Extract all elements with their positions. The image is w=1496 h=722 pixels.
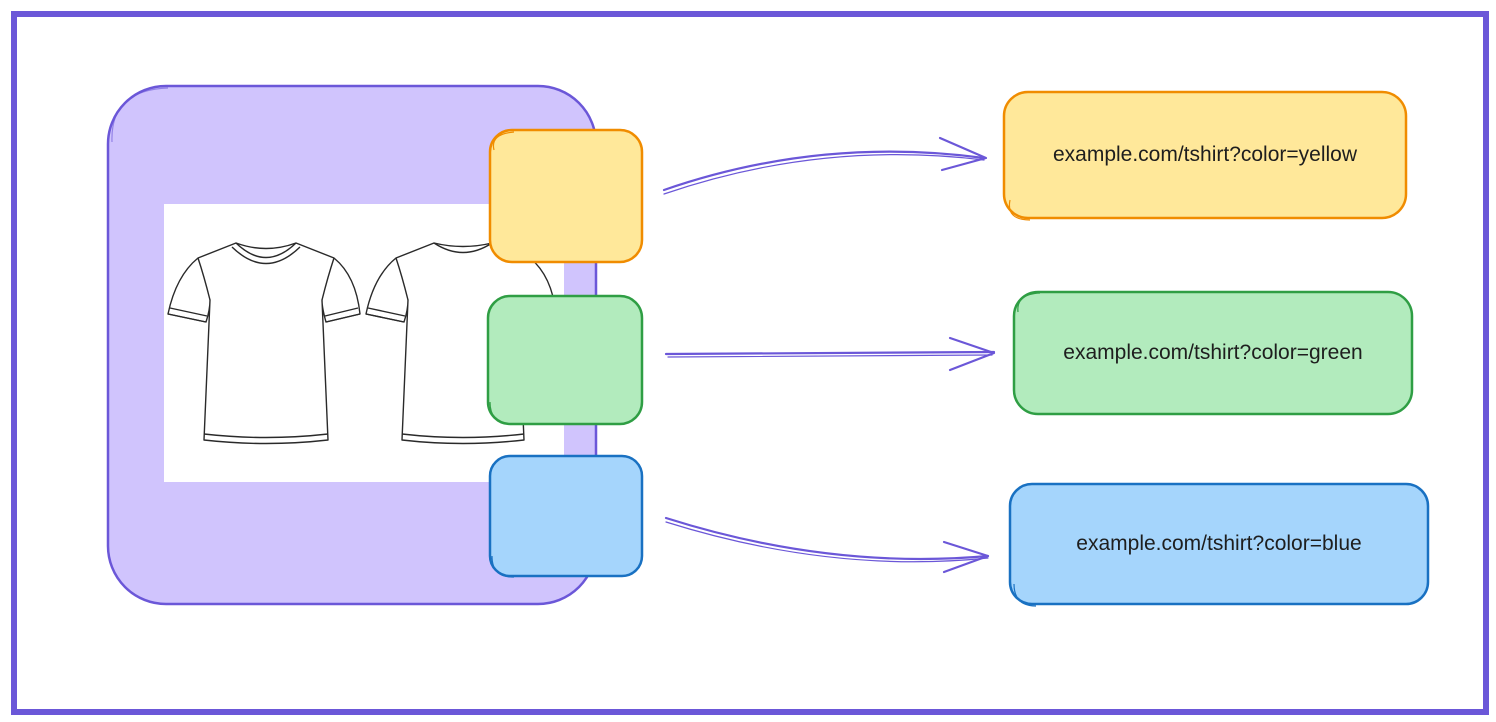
swatch-blue[interactable] [488, 454, 644, 578]
url-label-blue: example.com/tshirt?color=blue [1076, 532, 1362, 555]
url-box-green [1012, 290, 1414, 416]
url-box-yellow [1002, 90, 1408, 221]
url-label-green: example.com/tshirt?color=green [1063, 341, 1363, 364]
arrow-blue [664, 516, 990, 574]
arrow-green [664, 336, 996, 372]
url-box-blue [1008, 482, 1430, 607]
arrow-yellow [662, 136, 988, 195]
tshirt-icon [167, 242, 361, 445]
swatch-green[interactable] [486, 294, 644, 426]
swatch-yellow[interactable] [488, 128, 644, 264]
url-label-yellow: example.com/tshirt?color=yellow [1052, 143, 1358, 166]
